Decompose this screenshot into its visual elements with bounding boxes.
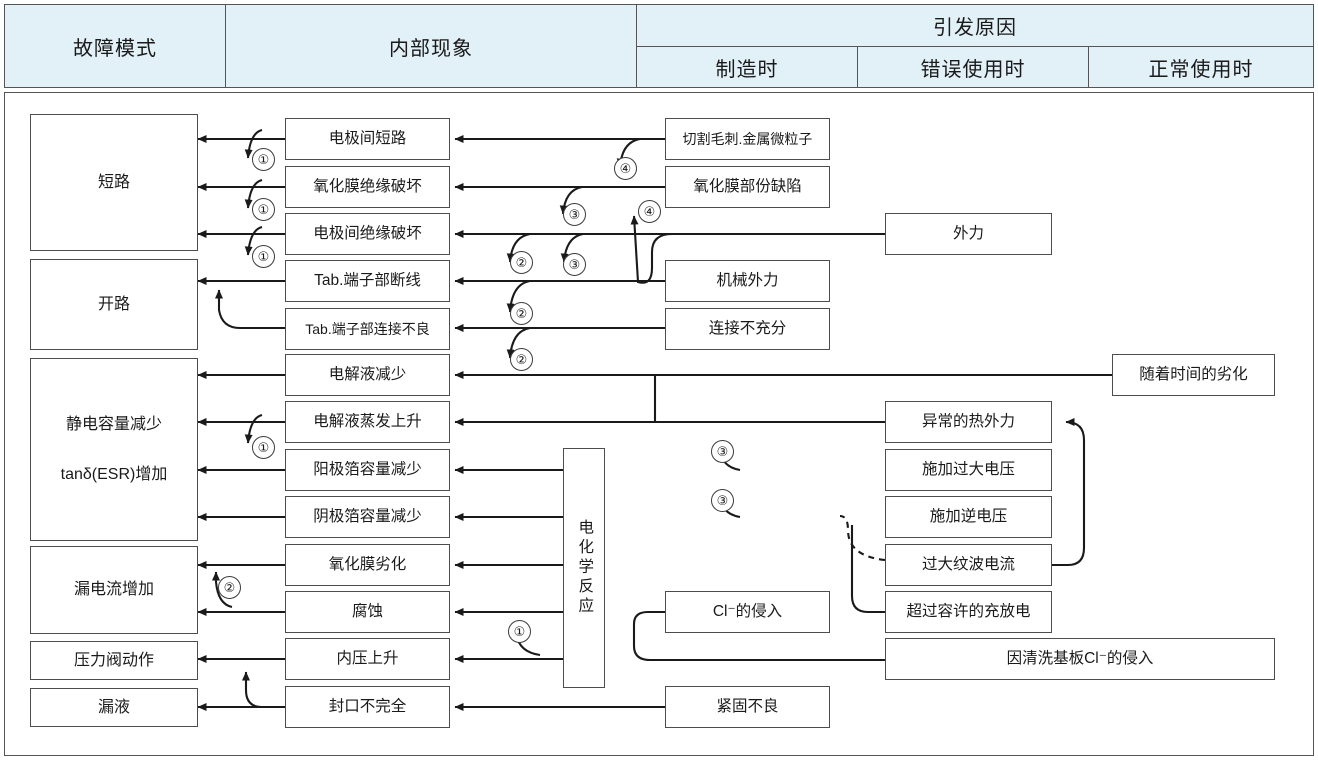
circled-number-marker: ① (252, 436, 275, 459)
failure-mode-leakage-current[interactable]: 漏电流增加 (30, 546, 198, 634)
phenomenon-oxide-insulation-break[interactable]: 氧化膜绝缘破坏 (285, 166, 450, 208)
header-cause-misuse: 错误使用时 (857, 46, 1089, 88)
cause-abnormal-thermal-force[interactable]: 异常的热外力 (885, 401, 1052, 443)
capacitance-drop-label-2: tanδ(ESR)增加 (60, 465, 168, 483)
cause-mechanical-external-force[interactable]: 机械外力 (665, 260, 830, 302)
phenomenon-oxide-film-degradation[interactable]: 氧化膜劣化 (285, 544, 450, 586)
cause-poor-fastening[interactable]: 紧固不良 (665, 686, 830, 728)
phenomenon-anode-foil-capacitance-drop[interactable]: 阳极箔容量减少 (285, 449, 450, 491)
failure-mode-short-circuit[interactable]: 短路 (30, 114, 198, 251)
circled-number-marker: ② (510, 302, 533, 325)
cause-reverse-voltage[interactable]: 施加逆电压 (885, 496, 1052, 538)
circled-number-marker: ① (252, 198, 275, 221)
capacitance-drop-label-1: 静电容量减少 (65, 416, 162, 434)
phenomenon-tab-terminal-break[interactable]: Tab.端子部断线 (285, 260, 450, 302)
header-internal-phenomena: 内部现象 (225, 4, 637, 88)
phenomenon-tab-terminal-poor-connection[interactable]: Tab.端子部连接不良 (285, 308, 450, 350)
cause-excessive-ripple-current[interactable]: 过大纹波电流 (885, 544, 1052, 586)
circled-number-marker: ③ (563, 253, 586, 276)
failure-mode-pressure-valve[interactable]: 压力阀动作 (30, 641, 198, 680)
circled-number-marker: ② (510, 348, 533, 371)
circled-number-marker: ③ (711, 489, 734, 512)
cause-external-force[interactable]: 外力 (885, 213, 1052, 255)
cause-cl-ion-intrusion[interactable]: Cl⁻的侵入 (665, 591, 830, 633)
phenomenon-electrolyte-decrease[interactable]: 电解液减少 (285, 354, 450, 396)
phenomenon-electrolyte-evaporation[interactable]: 电解液蒸发上升 (285, 401, 450, 443)
cause-excessive-voltage[interactable]: 施加过大电压 (885, 449, 1052, 491)
cause-over-limit-charge-discharge[interactable]: 超过容许的充放电 (885, 591, 1052, 633)
failure-mode-capacitance-drop[interactable]: 静电容量减少 tanδ(ESR)增加 (30, 358, 198, 541)
header-cause-normal-use: 正常使用时 (1088, 46, 1314, 88)
circled-number-marker: ① (508, 620, 531, 643)
header-cause-manufacturing: 制造时 (636, 46, 858, 88)
electrochemical-reaction-box[interactable]: 电化学反应 (563, 448, 605, 688)
cause-oxide-film-defect[interactable]: 氧化膜部份缺陷 (665, 166, 830, 208)
cause-insufficient-connection[interactable]: 连接不充分 (665, 308, 830, 350)
phenomenon-corrosion[interactable]: 腐蚀 (285, 591, 450, 633)
header-table: 故障模式 内部现象 引发原因 制造时 错误使用时 正常使用时 (4, 4, 1314, 88)
phenomenon-incomplete-sealing[interactable]: 封口不完全 (285, 686, 450, 728)
circled-number-marker: ③ (711, 440, 734, 463)
phenomenon-internal-pressure-rise[interactable]: 内压上升 (285, 638, 450, 680)
failure-mode-liquid-leak[interactable]: 漏液 (30, 688, 198, 727)
cause-time-degradation[interactable]: 随着时间的劣化 (1112, 354, 1275, 396)
circled-number-marker: ④ (614, 157, 637, 180)
circled-number-marker: ② (510, 251, 533, 274)
header-cause: 引发原因 (636, 4, 1314, 47)
phenomenon-inter-electrode-insulation-break[interactable]: 电极间绝缘破坏 (285, 213, 450, 255)
circled-number-marker: ① (252, 148, 275, 171)
header-failure-mode: 故障模式 (4, 4, 226, 88)
circled-number-marker: ② (218, 576, 241, 599)
circled-number-marker: ① (252, 245, 275, 268)
cause-cl-intrusion-board-cleaning[interactable]: 因清洗基板Cl⁻的侵入 (885, 638, 1275, 680)
phenomenon-cathode-foil-capacitance-drop[interactable]: 阴极箔容量减少 (285, 496, 450, 538)
failure-mode-open-circuit[interactable]: 开路 (30, 259, 198, 350)
circled-number-marker: ④ (638, 200, 661, 223)
cause-cutting-burr[interactable]: 切割毛刺.金属微粒子 (665, 118, 830, 160)
circled-number-marker: ③ (563, 203, 586, 226)
phenomenon-inter-electrode-short[interactable]: 电极间短路 (285, 118, 450, 160)
